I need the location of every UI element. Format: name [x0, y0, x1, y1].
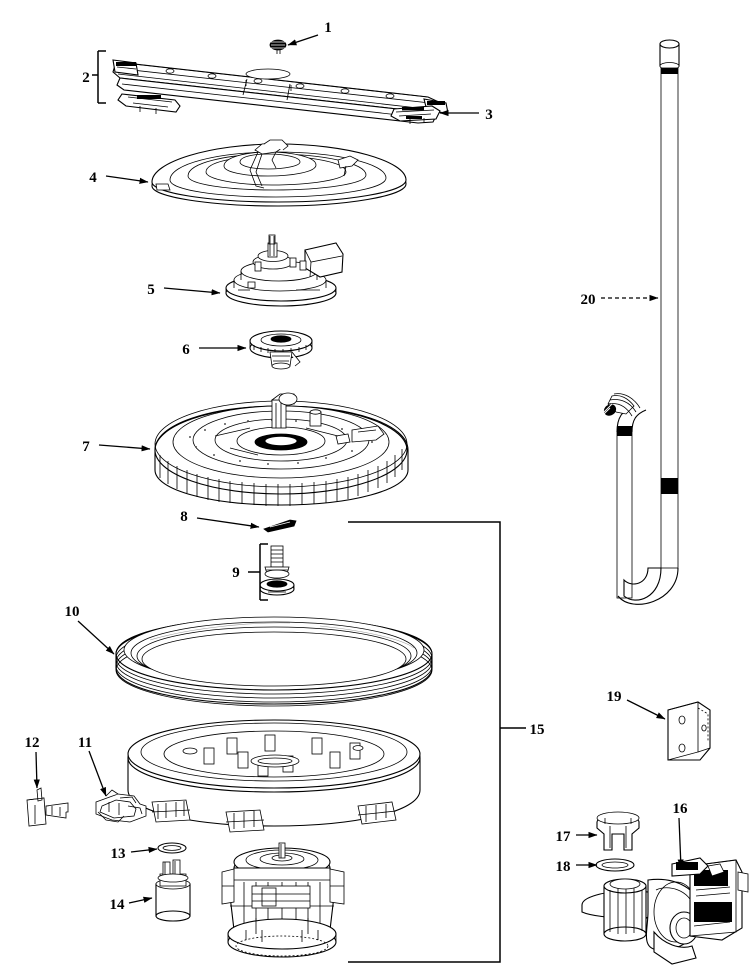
callout-11: 11: [78, 735, 92, 751]
callout-2: 2: [82, 70, 90, 86]
callout-6: 6: [182, 342, 190, 358]
callout-7: 7: [82, 439, 90, 455]
callout-19: 19: [607, 689, 622, 705]
circulation-motor: [221, 842, 345, 958]
part-4-sump-cover: [151, 139, 407, 207]
part-3-end-cap: [390, 105, 441, 124]
callout-3: 3: [485, 107, 493, 123]
callout-12: 12: [25, 735, 40, 751]
part-16-drain-pump-motor: [581, 857, 749, 965]
part-19-mounting-block: [667, 701, 711, 761]
spray-arm-left-foot: [117, 93, 181, 114]
part-14-drain-solenoid: [155, 859, 191, 922]
sump-feet: [151, 799, 397, 833]
part-5-impeller-housing: [225, 234, 344, 307]
leader-lines: [33, 34, 684, 904]
part-11-mounting-bracket: [95, 789, 147, 823]
callout-14: 14: [110, 897, 126, 913]
callout-9: 9: [232, 565, 240, 581]
hose-ribbed-neck: [601, 393, 641, 417]
callout-8: 8: [180, 509, 188, 525]
callout-10: 10: [65, 604, 80, 620]
callout-16: 16: [673, 801, 689, 817]
callout-20: 20: [581, 292, 596, 308]
callout-5: 5: [147, 282, 155, 298]
part-12-retainer-clip: [26, 787, 69, 827]
part-7-filter-screen: [154, 392, 409, 506]
callout-17: 17: [556, 829, 572, 845]
callout-4: 4: [89, 170, 97, 186]
callout-18: 18: [556, 859, 571, 875]
part-20-drain-hose: [601, 39, 680, 605]
part-13-o-ring: [157, 842, 187, 854]
part-17-strainer-cup: [596, 811, 640, 851]
callout-13: 13: [111, 846, 126, 862]
callout-15: 15: [530, 722, 545, 738]
callout-labels: 1 2 3 4 5 6 7 8 9 10 11 12 13 14 15 16 1…: [25, 20, 689, 913]
part-8-impeller-key: [263, 519, 297, 533]
part-15-group-bracket: [348, 521, 526, 963]
part-9-seal-kit: [259, 545, 295, 596]
part-1-screw: [269, 39, 287, 54]
part-18-pump-o-ring: [595, 858, 635, 872]
callout-1: 1: [324, 20, 332, 36]
sump-base-housing: [127, 719, 421, 833]
part-10-tub-gasket: [115, 616, 433, 707]
part-6-chopper-impeller: [249, 330, 313, 370]
